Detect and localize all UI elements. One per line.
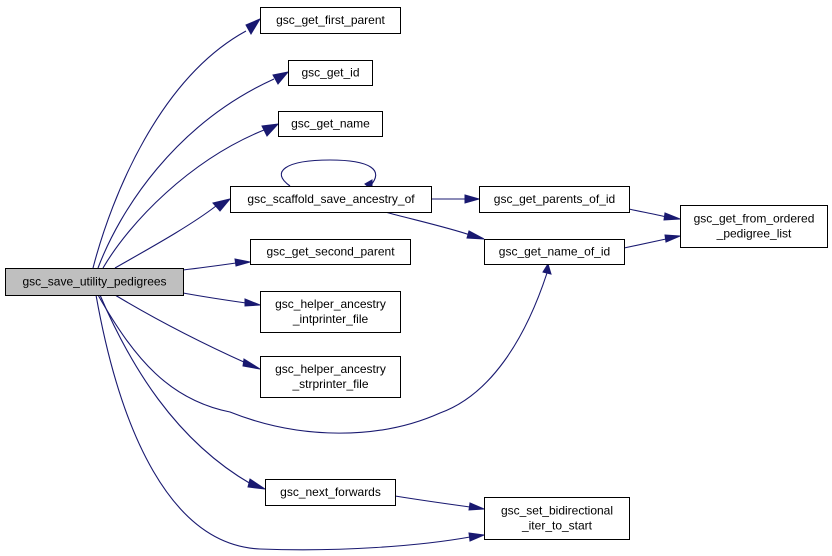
node-box[interactable] — [484, 239, 625, 265]
arrowhead-icon — [464, 194, 481, 204]
edge-scaffold-to-name-of-id — [384, 211, 485, 240]
node-label: gsc_scaffold_save_ancestry_of — [247, 192, 415, 206]
edge-root-to-next-forwards — [99, 294, 266, 490]
arrowhead-icon — [542, 262, 552, 275]
edges-layer — [92, 17, 681, 551]
node-root[interactable]: gsc_save_utility_pedigrees — [5, 268, 184, 296]
arrowhead-icon — [242, 358, 261, 370]
node-label: gsc_set_bidirectional — [501, 504, 613, 518]
arrowhead-icon — [466, 230, 485, 240]
node-label: gsc_get_name_of_id — [499, 245, 610, 259]
node-get-name[interactable]: gsc_get_name — [278, 111, 383, 137]
edge-root-to-second-parent — [182, 258, 251, 271]
edge-root-to-first-parent — [92, 17, 262, 269]
arrowhead-icon — [664, 234, 681, 243]
node-label: gsc_get_from_ordered — [694, 212, 815, 226]
node-scaffold[interactable]: gsc_scaffold_save_ancestry_of — [230, 186, 432, 213]
node-box[interactable] — [250, 239, 411, 265]
node-label: gsc_get_name — [291, 117, 370, 131]
edge-root-to-get-id — [97, 71, 290, 269]
node-next-forwards[interactable]: gsc_next_forwards — [265, 479, 396, 506]
arrowhead-icon — [244, 298, 261, 307]
edge-line — [182, 262, 237, 271]
node-label: gsc_get_parents_of_id — [494, 192, 615, 206]
edge-line — [99, 294, 252, 485]
edge-line — [628, 208, 667, 218]
node-int-printer[interactable]: gsc_helper_ancestry_intprinter_file — [260, 291, 401, 333]
arrowhead-icon — [245, 17, 262, 35]
node-label: _iter_to_start — [521, 519, 593, 533]
edge-root-to-bidirectional — [95, 294, 486, 551]
node-label: _intprinter_file — [292, 312, 369, 326]
edge-line — [623, 238, 667, 249]
node-from-ordered[interactable]: gsc_get_from_ordered_pedigree_list — [680, 205, 828, 248]
node-get-id[interactable]: gsc_get_id — [288, 60, 373, 86]
node-label: gsc_get_id — [301, 66, 359, 80]
arrowhead-icon — [468, 502, 485, 511]
edge-root-to-str-printer — [114, 294, 261, 370]
arrowhead-icon — [468, 532, 486, 542]
edge-line — [102, 129, 265, 269]
node-box[interactable] — [278, 111, 383, 137]
node-label: gsc_next_forwards — [280, 485, 381, 499]
edge-line — [92, 30, 247, 269]
node-first-parent[interactable]: gsc_get_first_parent — [260, 7, 401, 34]
node-box[interactable] — [260, 356, 401, 398]
edge-scaffold-to-parents-of-id — [431, 194, 481, 204]
node-box[interactable] — [230, 186, 432, 213]
node-str-printer[interactable]: gsc_helper_ancestry_strprinter_file — [260, 356, 401, 398]
edge-scaffold-to-scaffold — [280, 159, 377, 192]
edge-next-forwards-to-bidirectional — [394, 495, 485, 511]
node-box[interactable] — [260, 7, 401, 34]
node-second-parent[interactable]: gsc_get_second_parent — [250, 239, 411, 265]
edge-line — [95, 294, 471, 551]
node-label: gsc_helper_ancestry — [275, 297, 386, 311]
node-label: _strprinter_file — [291, 377, 368, 391]
node-box[interactable] — [288, 60, 373, 86]
edge-line — [280, 159, 377, 187]
edge-line — [97, 272, 548, 434]
arrowhead-icon — [234, 258, 251, 267]
edge-line — [97, 78, 275, 269]
node-label: gsc_get_second_parent — [266, 245, 395, 259]
arrowhead-icon — [247, 478, 266, 490]
node-label: gsc_helper_ancestry — [275, 362, 386, 376]
edge-line — [182, 292, 247, 304]
edge-line — [394, 495, 471, 508]
node-box[interactable] — [680, 205, 828, 248]
nodes-layer: gsc_save_utility_pedigrees gsc_get_first_… — [5, 7, 828, 540]
edge-line — [384, 211, 471, 236]
edge-root-to-scaffold — [114, 198, 232, 269]
node-box[interactable] — [265, 479, 396, 506]
node-box[interactable] — [260, 291, 401, 333]
node-label: _pedigree_list — [716, 227, 792, 241]
node-box[interactable] — [5, 268, 184, 296]
edge-line — [114, 205, 217, 269]
node-box[interactable] — [479, 186, 630, 213]
node-label: gsc_save_utility_pedigrees — [22, 275, 166, 289]
node-bidirectional[interactable]: gsc_set_bidirectional_iter_to_start — [484, 497, 630, 540]
edge-line — [114, 294, 247, 364]
arrowhead-icon — [212, 198, 232, 212]
edge-name-of-id-to-from-ordered — [623, 234, 681, 249]
node-parents-of-id[interactable]: gsc_get_parents_of_id — [479, 186, 630, 213]
edge-root-to-name-of-id — [97, 262, 552, 434]
edge-root-to-int-printer — [182, 292, 261, 307]
edge-root-to-get-name — [102, 123, 280, 269]
node-box[interactable] — [484, 497, 630, 540]
arrowhead-icon — [663, 212, 681, 221]
arrowhead-icon — [261, 123, 280, 137]
node-name-of-id[interactable]: gsc_get_name_of_id — [484, 239, 625, 265]
node-label: gsc_get_first_parent — [276, 13, 385, 27]
edge-parents-of-id-to-from-ordered — [628, 208, 681, 221]
arrowhead-icon — [272, 71, 290, 85]
